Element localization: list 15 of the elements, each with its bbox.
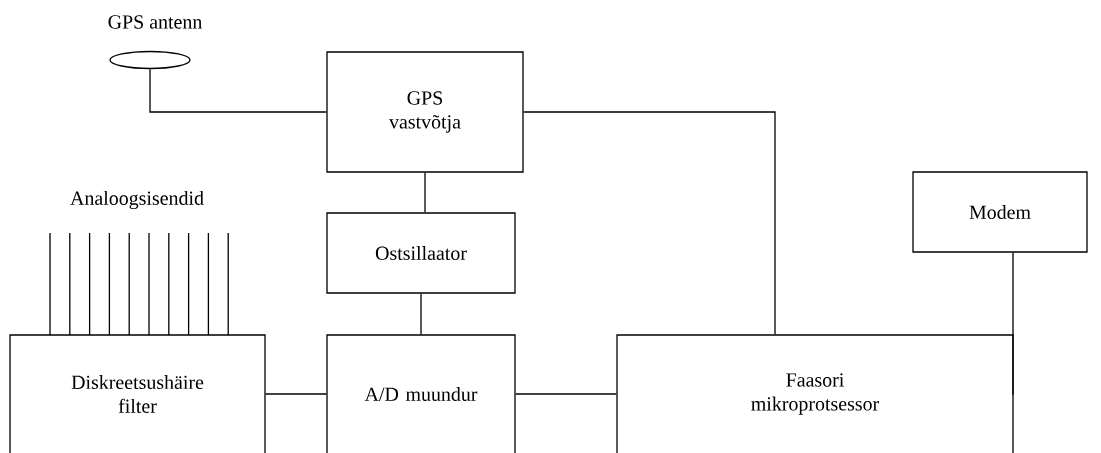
- input-label: Analoogsisendid: [70, 190, 204, 210]
- process-box: GPS vastvõtja: [326, 51, 524, 173]
- connector-line: [424, 172, 426, 213]
- connector-line: [1012, 252, 1015, 395]
- connector-line: [149, 68, 327, 113]
- process-box: Faasori mikroprotsessor: [616, 334, 1014, 453]
- connector-line: [420, 293, 422, 335]
- connector-line: [265, 393, 327, 395]
- process-box: Modem: [912, 171, 1088, 253]
- antenna-label: GPS antenn: [108, 15, 203, 29]
- process-box: Diskreetsushäire filter: [9, 334, 266, 453]
- connector-line: [523, 111, 776, 335]
- process-box: Ostsillaator: [326, 212, 516, 294]
- connector-line: [515, 393, 617, 395]
- process-box: A/D muundur: [326, 334, 516, 453]
